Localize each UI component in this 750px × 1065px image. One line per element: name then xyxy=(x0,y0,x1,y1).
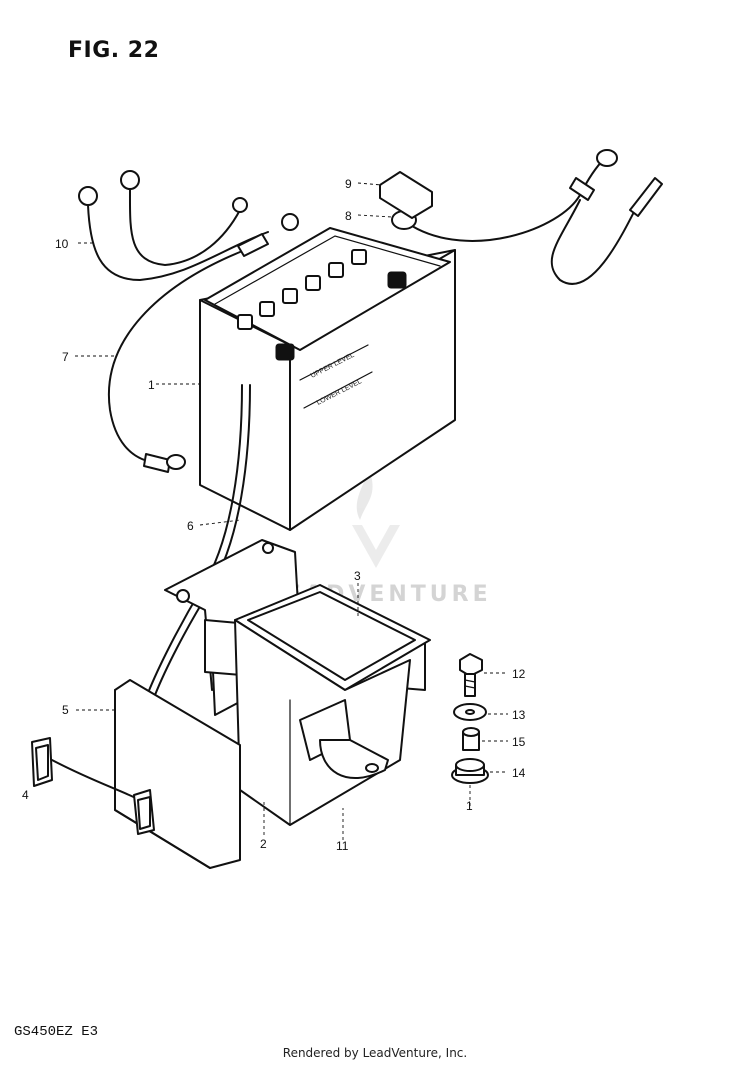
callout-15: 15 xyxy=(512,735,526,749)
battery[interactable]: UPPER LEVEL LOWER LEVEL xyxy=(199,227,456,531)
callout-9: 9 xyxy=(345,177,352,191)
terminal-cover[interactable] xyxy=(379,171,433,219)
battery-cell-caps xyxy=(237,249,367,330)
washer[interactable] xyxy=(453,703,487,721)
callout-6: 6 xyxy=(187,519,194,533)
positive-cable[interactable] xyxy=(391,149,663,285)
positive-terminal[interactable] xyxy=(387,271,407,289)
callout-5: 5 xyxy=(62,703,69,717)
callout-14: 14 xyxy=(512,766,526,780)
callout-7: 7 xyxy=(62,350,69,364)
negative-cable[interactable] xyxy=(107,251,241,473)
callout-11: 11 xyxy=(336,839,349,853)
negative-terminal[interactable] xyxy=(275,343,295,361)
bolt[interactable] xyxy=(459,653,483,697)
callout-8: 8 xyxy=(345,209,352,223)
rubber-cushion[interactable] xyxy=(451,758,489,784)
callout-13: 13 xyxy=(512,708,526,722)
callout-10: 10 xyxy=(55,237,69,251)
callout-1-alt: 1 xyxy=(466,799,473,813)
battery-tray[interactable] xyxy=(234,584,431,826)
rubber-band-strap[interactable] xyxy=(31,737,155,835)
spacer-collar[interactable] xyxy=(462,727,480,751)
credit-line: Rendered by LeadVenture, Inc. xyxy=(282,1046,468,1060)
figure-title: FIG. 22 xyxy=(68,38,160,63)
callout-1: 1 xyxy=(148,378,155,392)
callout-3: 3 xyxy=(354,569,361,583)
callout-2: 2 xyxy=(260,837,267,851)
leadventure-logo-icon xyxy=(352,470,400,568)
callout-12: 12 xyxy=(512,667,526,681)
battery-lead-wire[interactable] xyxy=(78,170,299,281)
model-code: GS450EZ E3 xyxy=(14,1024,99,1040)
callout-4: 4 xyxy=(22,788,29,802)
